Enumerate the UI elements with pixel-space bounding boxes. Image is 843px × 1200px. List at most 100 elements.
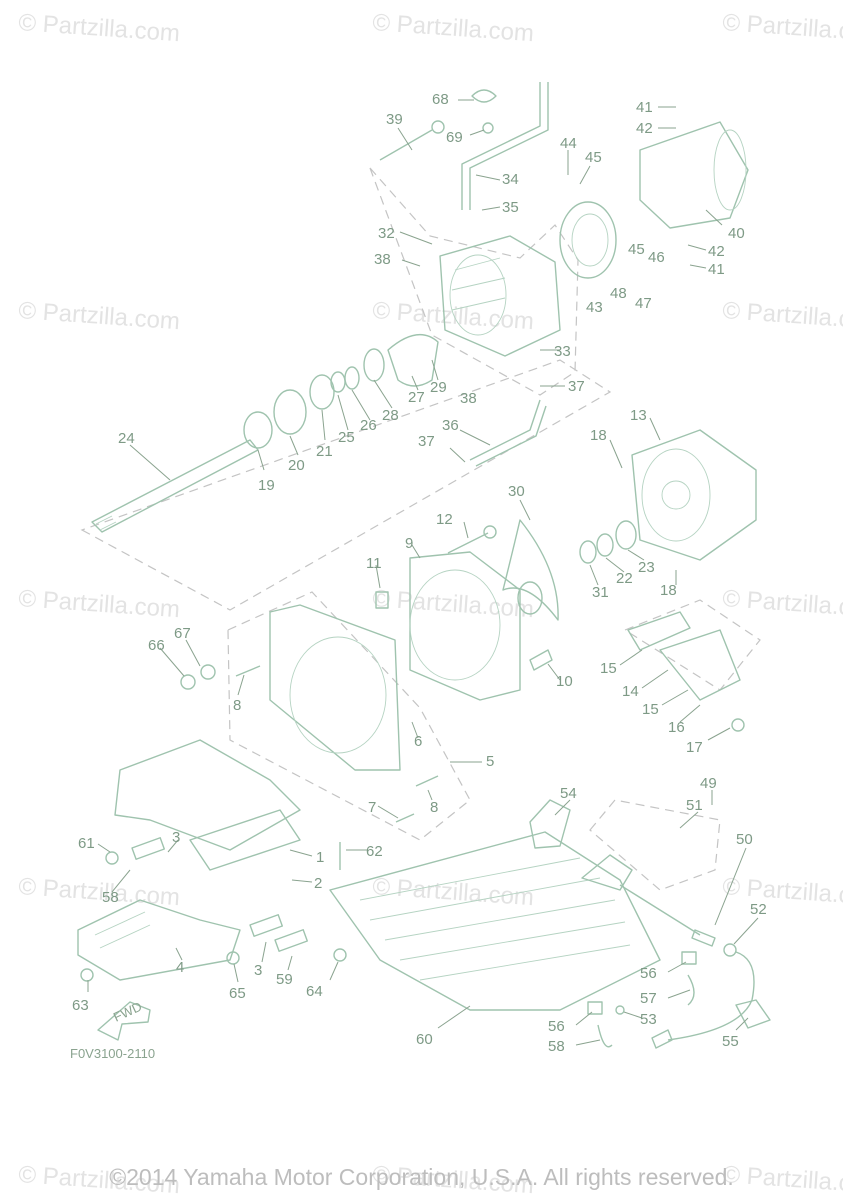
sleeve [273,389,307,435]
callout-17: 17 [686,739,703,756]
seal [344,366,360,390]
callout-58: 58 [102,889,119,906]
callout-4: 4 [176,959,184,976]
washer [579,540,597,564]
callout-32: 32 [378,225,395,242]
leader-lines [87,99,759,1046]
impeller-hub [517,581,543,615]
watermark: © Partzilla.com [18,297,181,335]
callout-43: 43 [586,299,603,316]
bolt-head [226,951,240,965]
bolt-head [105,851,119,865]
sensor-bracket [581,854,633,891]
callout-8: 8 [233,697,241,714]
dowel-pin [395,813,415,823]
callout-9: 9 [405,535,413,552]
watermark: © Partzilla.com [18,9,181,47]
dowel-pin [415,775,439,787]
copyright-notice: ©2014 Yamaha Motor Corporation, U.S.A. A… [109,1164,734,1190]
impeller [502,519,559,621]
intake-housing [269,604,401,771]
callout-34: 34 [502,171,519,188]
sensor [691,929,716,947]
callout-45: 45 [585,149,602,166]
callout-23: 23 [638,559,655,576]
pad [249,914,283,937]
callout-22: 22 [616,570,633,587]
bolt-head [333,948,347,962]
pad [274,929,308,952]
callout-42: 42 [708,243,725,260]
callout-15: 15 [642,701,659,718]
watermark: © Partzilla.com [722,873,843,911]
washer [200,664,216,680]
callout-56: 56 [640,965,657,982]
pump-case [409,551,521,701]
callout-63: 63 [72,997,89,1014]
clamp-plate [587,1001,603,1015]
callout-64: 64 [306,983,323,1000]
callout-33: 33 [554,343,571,360]
ride-plate-ribs [359,857,631,981]
pump-case-bore [409,569,501,681]
watermark: © Partzilla.com [372,873,535,911]
callout-7: 7 [368,799,376,816]
hose-clamp [471,89,497,103]
ride-plate [329,831,661,1011]
pump-housing-bore [641,448,711,542]
water-hose [469,82,549,210]
watermark: © Partzilla.com [372,9,535,47]
rear-mount-detail [94,911,151,949]
watermark: © Partzilla.com [18,585,181,623]
connector [651,1029,673,1049]
callout-40: 40 [728,225,745,242]
callout-46: 46 [648,249,665,266]
long-bolt [379,129,433,161]
bypass-hose [469,399,547,467]
callout-16: 16 [668,719,685,736]
callout-58: 58 [548,1038,565,1055]
bolt [529,649,553,671]
callout-13: 13 [630,407,647,424]
intake-housing-bore [289,636,387,754]
callout-30: 30 [508,483,525,500]
o-ring [363,348,385,382]
drive-shaft [91,439,259,533]
callout-19: 19 [258,477,275,494]
bolt-head [431,120,445,134]
callout-53: 53 [640,1011,657,1028]
callouts: 1 2 3 3 4 5 6 7 8 8 9 10 11 12 13 14 15 … [72,91,767,1055]
screw [615,1005,625,1015]
liner [615,520,637,550]
bolt [447,532,489,554]
callout-1: 1 [316,849,324,866]
bearing [243,411,273,449]
watermarks: © Partzilla.com © Partzilla.com © Partzi… [18,9,843,1199]
jet-duct-opening [449,254,507,336]
dowel-pin [235,665,261,677]
callout-28: 28 [382,407,399,424]
cable-clip [597,1024,613,1048]
washer [596,533,614,557]
callout-59: 59 [276,971,293,988]
hose-clamp [529,799,571,849]
nozzle-ring-inner [571,213,609,267]
callout-21: 21 [316,443,333,460]
assembly-outline [80,359,612,611]
callout-65: 65 [229,985,246,1002]
intake-grate [627,611,691,651]
pump-housing [631,429,757,561]
grommet [723,943,737,957]
callout-41: 41 [636,99,653,116]
pad [131,837,165,860]
elbow [387,333,439,387]
callout-5: 5 [486,753,494,770]
callout-57: 57 [640,990,657,1007]
watermark: © Partzilla.com [372,297,535,335]
callout-15: 15 [600,660,617,677]
cable-clip [687,974,695,1006]
callout-67: 67 [174,625,191,642]
callout-11: 11 [366,555,382,572]
callout-25: 25 [338,429,355,446]
